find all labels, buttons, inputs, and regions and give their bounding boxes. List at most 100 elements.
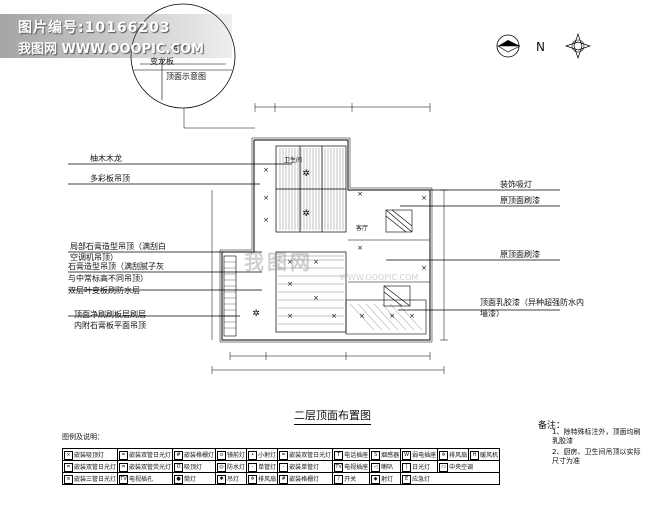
hatched-corridor xyxy=(275,251,427,335)
label-left-7: 双层叶变板刷防水层 xyxy=(68,286,140,295)
label-right-3: 原顶面刷漆 xyxy=(500,250,540,259)
ceiling-light-icon: × xyxy=(287,312,293,320)
fixture-symbol-icon: • xyxy=(248,450,258,460)
legend-cell: ◆射灯 xyxy=(369,472,402,485)
label-left-9: 内附石膏板平面吊顶 xyxy=(74,321,146,330)
fixture-symbol-icon: ◁ xyxy=(371,462,381,472)
fixture-symbol-icon: ✱ xyxy=(217,474,227,484)
note-item: 1、除特殊标注外，顶面均刷乳胶漆 xyxy=(552,428,641,445)
ceiling-light-icon: × xyxy=(357,244,363,252)
fixture-symbol-icon: = xyxy=(64,462,73,472)
stair-strip: ✲ xyxy=(223,255,260,337)
room-label: 卫生间 xyxy=(284,157,303,164)
fixture-symbol-icon: E xyxy=(402,474,412,484)
light-fixtures: × × × × × × × × × × × × × × × × xyxy=(263,166,427,320)
label-left-8: 顶面净刷刷板层刷层 xyxy=(74,310,146,319)
notes-title: 备注： xyxy=(538,421,566,431)
fixture-symbol-icon: T xyxy=(334,450,344,460)
ceiling-light-icon: × xyxy=(313,294,319,302)
fixture-symbol-icon: ● xyxy=(174,474,184,484)
right-room-partitions xyxy=(348,209,430,307)
legend-cell: •小射灯 xyxy=(246,448,279,461)
ceiling-light-icon: × xyxy=(421,264,427,272)
compass-north-label: N xyxy=(536,40,545,54)
fixture-symbol-icon: TV xyxy=(334,462,344,472)
legend-cell: |日光灯 xyxy=(400,460,439,473)
label-left-2: 多彩板吊顶 xyxy=(90,174,130,183)
detail-caption: 顶面示意图 xyxy=(166,72,206,81)
legend-cell: ≡嵌装三管日光灯 xyxy=(61,472,119,485)
ceiling-light-icon: × xyxy=(389,312,395,320)
legend-cell: -单管灯 xyxy=(246,460,279,473)
ceiling-light-icon: × xyxy=(287,280,293,288)
watermark-center-url: WWW.OOOPIC.COM xyxy=(340,273,419,282)
fixture-symbol-icon: o xyxy=(217,450,227,460)
bottom-dimension-lines xyxy=(211,189,448,374)
watermark-banner xyxy=(0,14,232,58)
legend-title: 图例及说明： xyxy=(62,433,104,441)
legend-cell: =嵌装双管日光灯 xyxy=(277,448,334,461)
detail-label-mid: 变龙板 xyxy=(150,57,174,66)
note-item: 2、厨房、卫生间吊顶以实际尺寸为准 xyxy=(552,448,641,465)
ceiling-light-icon: × xyxy=(287,258,293,266)
legend-cell: =嵌装双管日光灯 xyxy=(117,448,174,461)
legend-cell: ✲排风扇 xyxy=(246,472,279,485)
fixture-symbol-icon: - xyxy=(248,462,258,472)
legend-cell: ◁喇叭 xyxy=(369,460,402,473)
legend-cell: =嵌装双管日光灯 xyxy=(61,460,119,473)
top-dimension-lines xyxy=(183,103,431,129)
watermark-site: 我图网 WWW.OOOPIC.COM xyxy=(18,42,204,57)
legend-cell: -嵌装单管灯 xyxy=(277,460,334,473)
fixture-symbol-icon: = xyxy=(119,450,129,460)
legend-cell: #嵌装格栅灯 xyxy=(172,448,217,461)
legend-cell: /开关 xyxy=(332,472,371,485)
fixture-symbol-icon: ✲ xyxy=(248,474,258,484)
ceiling-light-icon: × xyxy=(263,194,269,202)
fan-icon: ✲ xyxy=(302,169,310,179)
fixture-symbol-icon: ▭ xyxy=(439,462,449,472)
compass-icon xyxy=(496,32,592,60)
fan-icon: ✲ xyxy=(252,309,260,319)
fixture-symbol-icon: # xyxy=(174,450,184,460)
fixture-symbol-icon: × xyxy=(64,450,73,460)
legend-cell: ◎防水灯 xyxy=(215,460,248,473)
watermark-image-id: 图片编号:10166203 xyxy=(18,20,171,36)
fixture-symbol-icon: H xyxy=(470,450,480,460)
fixture-symbol-icon: ◎ xyxy=(217,462,227,472)
leader-lines-left xyxy=(68,163,292,317)
ceiling-light-icon: × xyxy=(263,166,269,174)
drawing-title: 二层顶面布置图 xyxy=(294,407,371,425)
ceiling-light-icon: × xyxy=(409,312,415,320)
fixture-symbol-icon: = xyxy=(279,450,289,460)
label-right-4: 顶面乳胶漆（异种超强防水内 xyxy=(480,298,584,307)
leader-lines-right xyxy=(348,189,560,311)
fixture-symbol-icon: = xyxy=(119,462,129,472)
watermark-center: 我图网 xyxy=(244,250,313,274)
ceiling-light-icon: × xyxy=(421,194,427,202)
wood-ceiling-room: ✲ ✲ xyxy=(275,145,347,233)
legend-cell: ●筒灯 xyxy=(172,472,217,485)
ceiling-light-icon: × xyxy=(331,312,337,320)
legend-cell: ✱吊灯 xyxy=(215,472,248,485)
label-right-1: 装饰吸灯 xyxy=(500,180,532,189)
label-left-6: 与中常标高不同吊顶） xyxy=(68,274,148,283)
label-right-2: 原顶面刷漆 xyxy=(500,196,540,205)
label-right-5: 墙漆） xyxy=(480,309,504,318)
label-left-1: 柚木木龙 xyxy=(90,154,122,163)
room-label: 客厅 xyxy=(356,225,369,232)
fixture-symbol-icon: / xyxy=(334,474,344,484)
legend-cell: =嵌装双管荧光灯 xyxy=(117,460,174,473)
legend-cell: ▭中央空调 xyxy=(437,460,501,473)
